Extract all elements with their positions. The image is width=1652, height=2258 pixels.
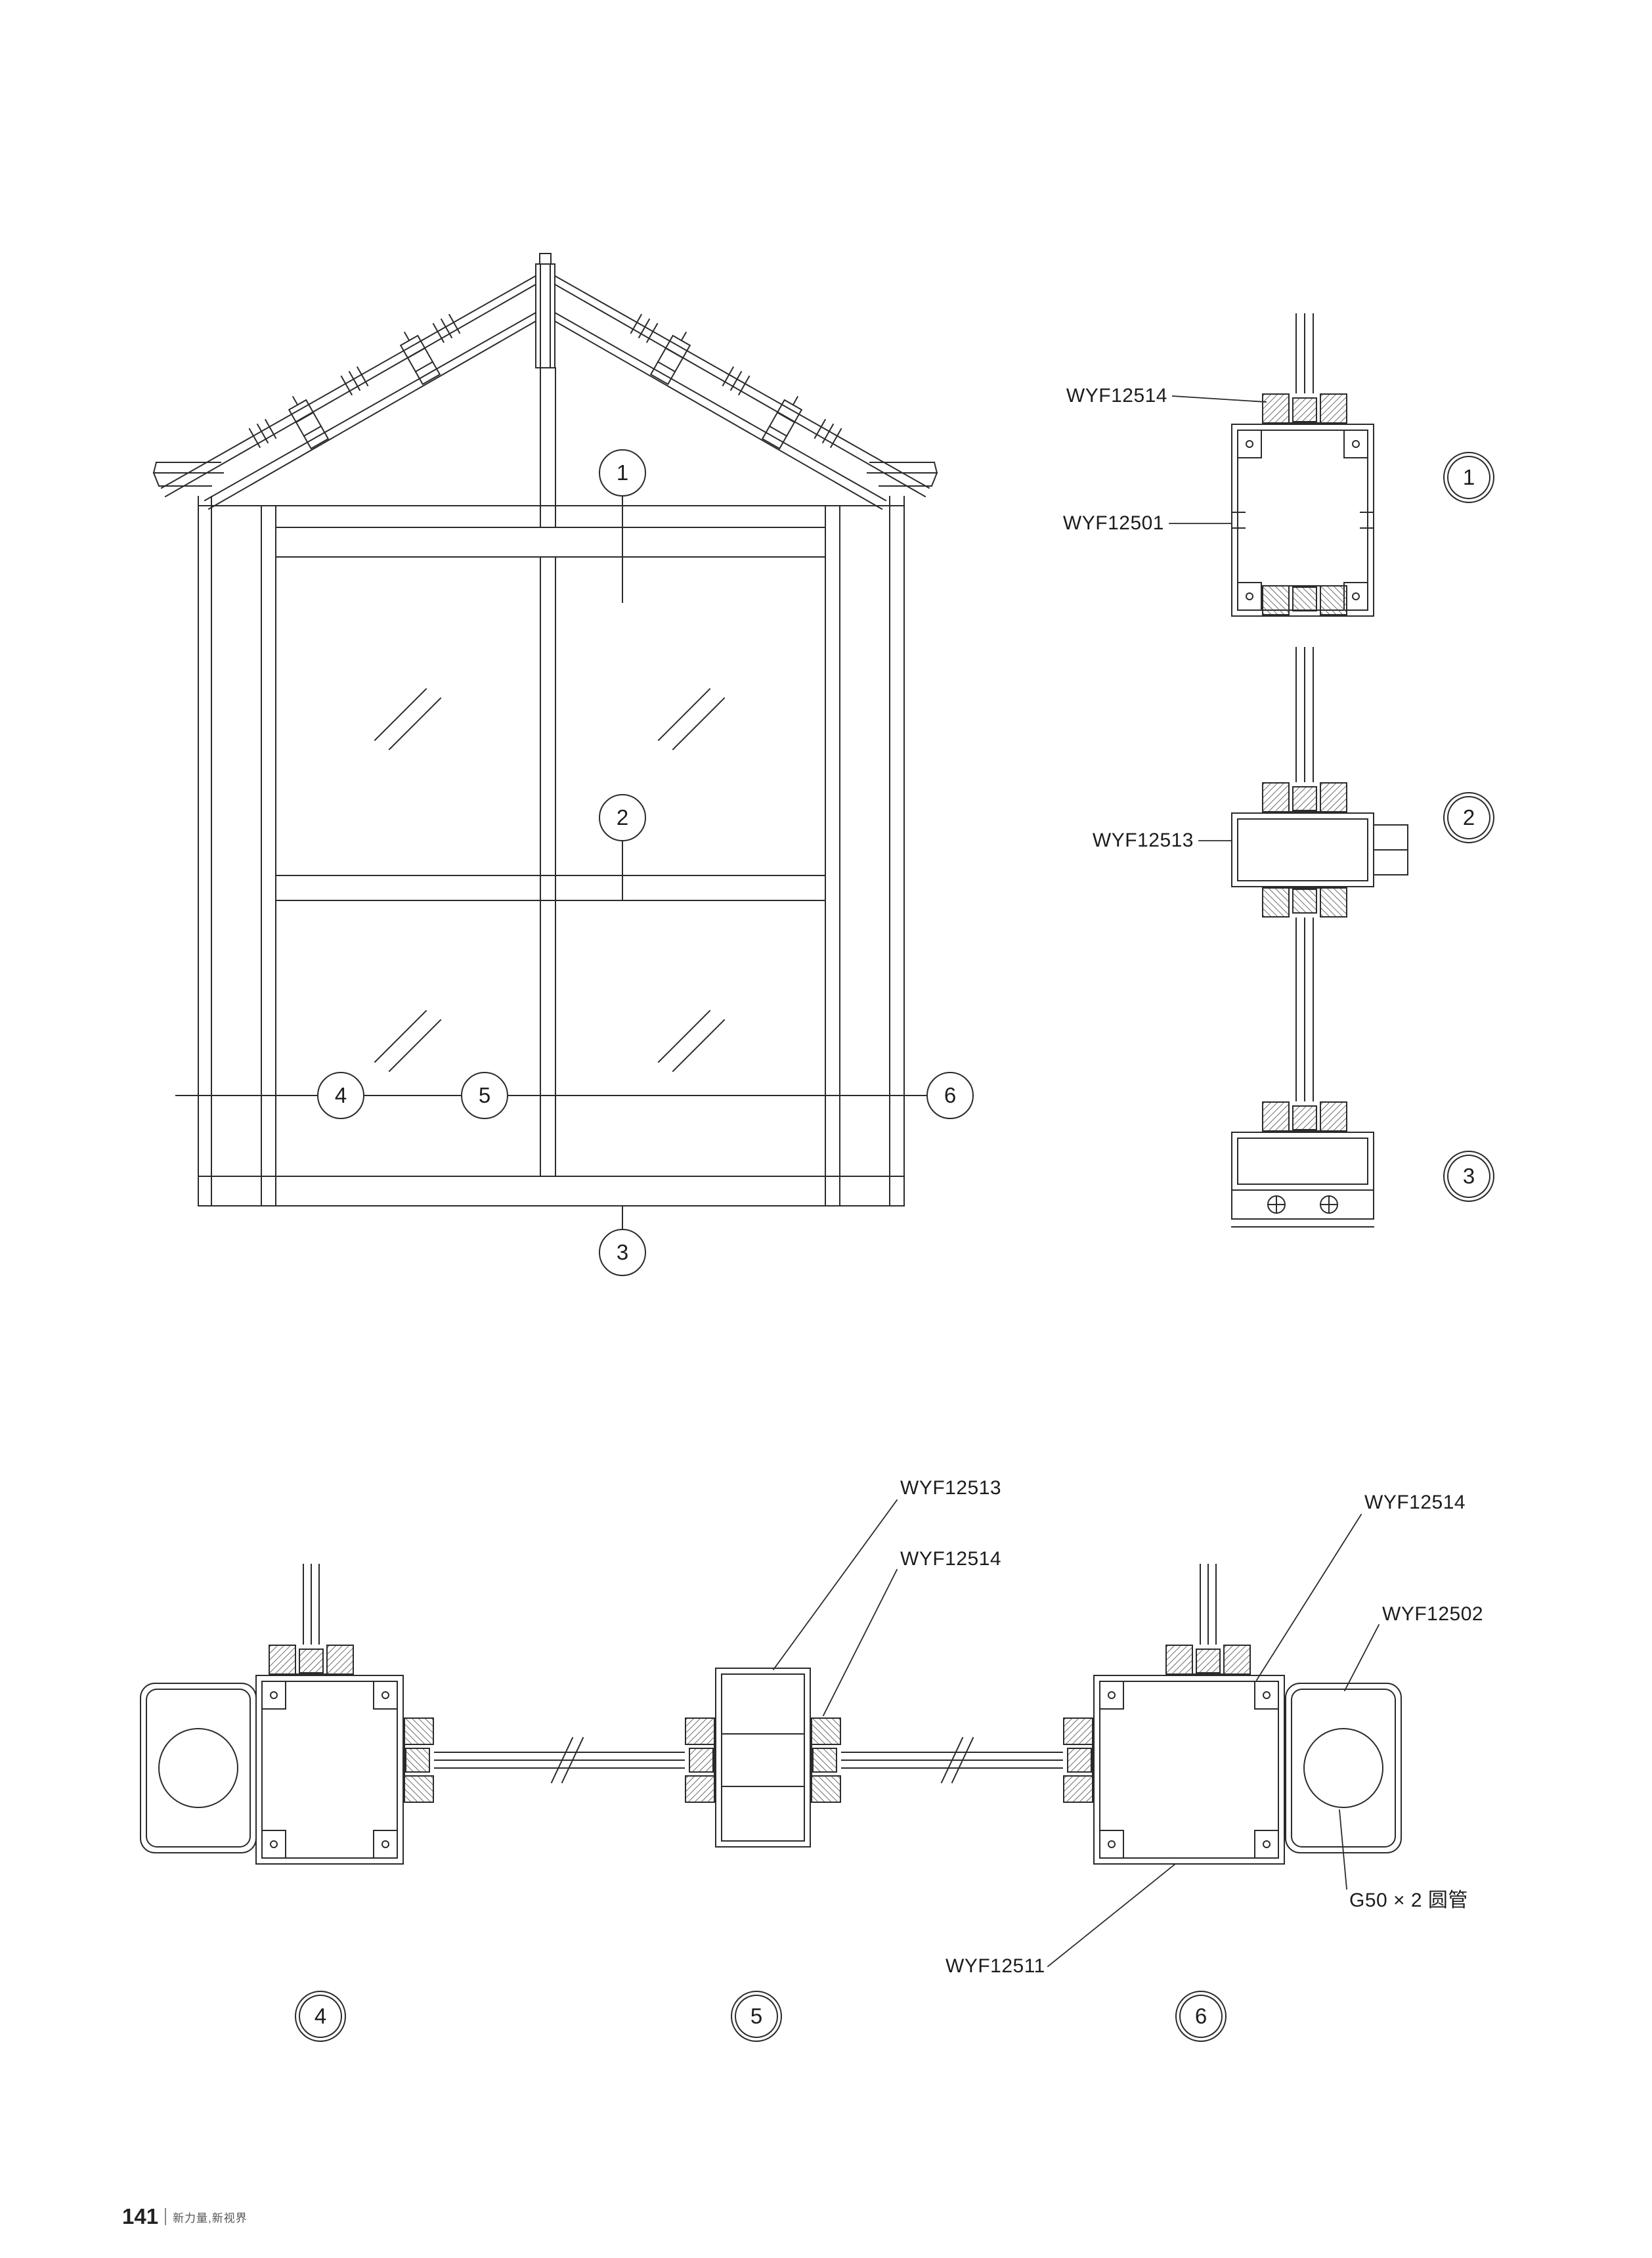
part-label-centre-profile: WYF12513	[900, 1477, 1002, 1499]
callout-number: 3	[1462, 1164, 1475, 1188]
part-label-top-gasket: WYF12514	[1066, 385, 1167, 407]
callout-elevation-5: 5	[461, 1072, 508, 1119]
horizontal-section-details	[140, 1564, 1402, 1865]
callout-section-v1: 1	[1443, 452, 1494, 503]
callout-number: 4	[314, 2004, 327, 2028]
page-footer: 141 新力量,新视界	[122, 2204, 248, 2229]
part-label-round-tube: G50 × 2 圆管	[1349, 1890, 1468, 1911]
footer-tagline: 新力量,新视界	[173, 2211, 248, 2225]
callout-number: 4	[334, 1083, 347, 1107]
callout-section-h5: 5	[731, 1991, 782, 2042]
elevation-view	[152, 253, 951, 1229]
page-number: 141	[122, 2204, 159, 2228]
callout-elevation-6: 6	[926, 1072, 974, 1119]
footer-divider	[165, 2208, 167, 2225]
callout-number: 3	[616, 1240, 629, 1264]
callout-section-h6: 6	[1175, 1991, 1227, 2042]
callout-elevation-2: 2	[599, 794, 646, 841]
callout-elevation-1: 1	[599, 449, 646, 497]
part-label-box-mullion: WYF12501	[1062, 512, 1164, 534]
callout-number: 5	[750, 2004, 763, 2028]
vertical-section-details	[1231, 313, 1408, 1228]
callout-elevation-3: 3	[599, 1229, 646, 1276]
part-label-centre-gasket: WYF12514	[900, 1548, 1002, 1570]
callout-section-h4: 4	[295, 1991, 346, 2042]
callout-number: 1	[1462, 465, 1475, 489]
part-label-right-gasket: WYF12514	[1364, 1492, 1466, 1513]
part-label-transom: WYF12513	[1092, 830, 1194, 851]
callout-number: 6	[944, 1083, 957, 1107]
callout-number: 2	[616, 805, 629, 830]
callout-section-v3: 3	[1443, 1151, 1494, 1202]
callout-number: 2	[1462, 805, 1475, 830]
callout-number: 5	[478, 1083, 491, 1107]
callout-number: 1	[616, 460, 629, 485]
callout-section-v2: 2	[1443, 792, 1494, 843]
callout-number: 6	[1194, 2004, 1207, 2028]
callout-elevation-4: 4	[317, 1072, 364, 1119]
part-label-end-cap: WYF12502	[1382, 1603, 1484, 1625]
leader-lines	[772, 395, 1380, 1968]
part-label-corner-mullion: WYF12511	[946, 1955, 1045, 1977]
